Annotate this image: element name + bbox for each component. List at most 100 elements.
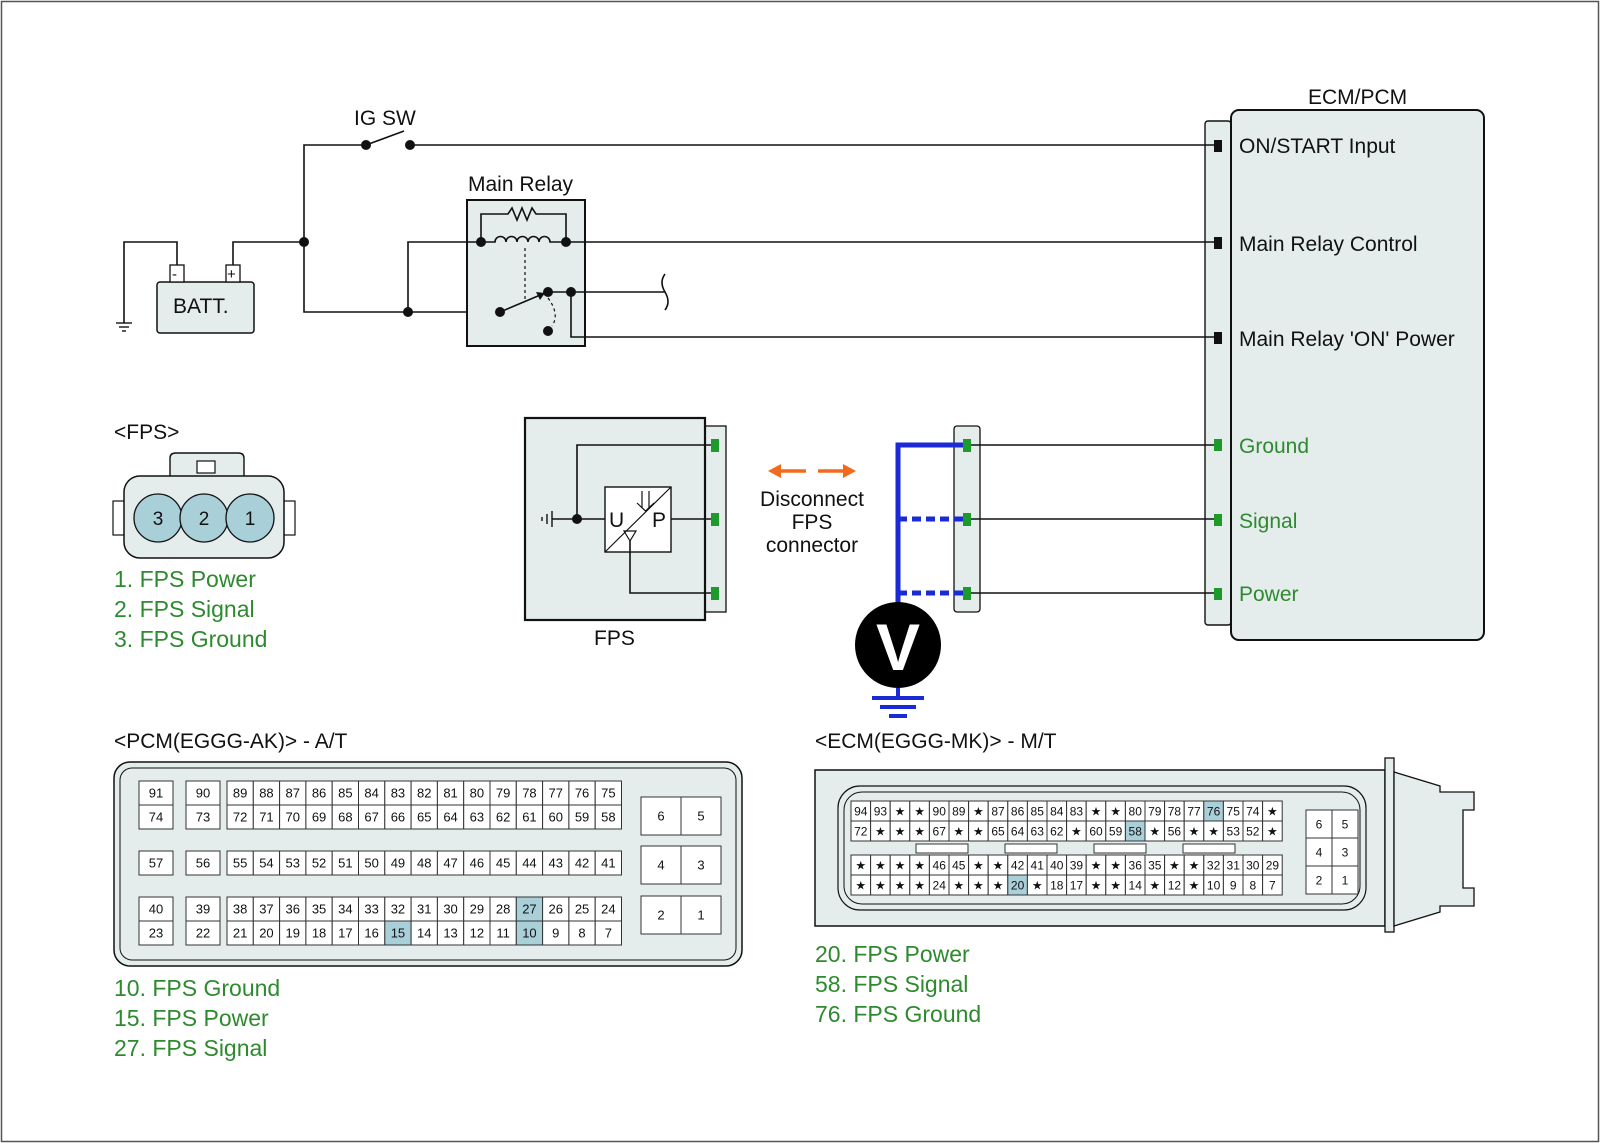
pcm-pin-23-label: 23	[149, 926, 163, 941]
ecm-pin-31-label: 31	[1227, 859, 1241, 873]
pcm-pin-60-label: 60	[549, 810, 563, 825]
pcm-pin-24-label: 24	[601, 902, 615, 917]
arrow-left-head	[768, 464, 781, 478]
pcm-pin-45-box	[489, 850, 517, 876]
ecm-pin-blank-r4-c13-label: ★	[1091, 879, 1102, 893]
ecm-pin-blank-r2-c18-label: ★	[1189, 825, 1200, 839]
pcm-pin-89: 89	[226, 780, 254, 806]
pcm-pin-67-box	[358, 804, 386, 830]
fps-conn-pin-2-label: 2	[199, 509, 210, 530]
pcm-pin-82: 82	[410, 780, 438, 806]
pcm-pin-16-box	[358, 920, 386, 946]
pcm-pin-3: 3	[680, 845, 722, 885]
pcm-pin-9: 9	[542, 920, 570, 946]
ecm-pin-blank-r4-c4: ★	[909, 874, 930, 896]
ecm-pin-39: 39	[1066, 854, 1087, 876]
pcm-pin-8-box	[568, 920, 596, 946]
disconnect-line-1: Disconnect	[760, 488, 864, 511]
ecm-pin-24-label: 24	[933, 879, 947, 893]
pcm-pin-43-box	[542, 850, 570, 876]
ecm-pin-blank-r1-c13: ★	[1085, 800, 1107, 822]
ecm-input-signal: Signal	[1239, 510, 1297, 533]
pcm-pin-90-box	[185, 780, 221, 806]
ecm-pin-9-label: 9	[1230, 879, 1237, 893]
pcm-pin-1-label: 1	[697, 908, 704, 923]
pcm-pin-21: 21	[226, 920, 254, 946]
pcm-pin-26-box	[542, 896, 570, 922]
ecm-connector-inner	[837, 785, 1367, 911]
pcm-pin-6-box	[640, 796, 682, 836]
ecm-pin-10: 10	[1203, 874, 1224, 896]
pcm-pin-39-box	[185, 896, 221, 922]
ecm-pin-blank-r4-c14: ★	[1105, 874, 1126, 896]
ecm-pin-1-box	[1331, 865, 1359, 895]
fps-sensor-pin-bot	[711, 587, 719, 600]
ecm-pin-45: 45	[948, 854, 970, 876]
ecm-pin-blank-r4-c7-label: ★	[973, 879, 984, 893]
pcm-pin-3-box	[680, 845, 722, 885]
pcm-pin-1: 1	[680, 895, 722, 935]
ecm-pin-blank-r4-c1: ★	[850, 874, 872, 896]
pcm-pin-30-label: 30	[443, 902, 457, 917]
ecm-pin-76: 76	[1203, 800, 1224, 822]
pcm-pin-69-box	[305, 804, 333, 830]
ecm-pin-blank-r1-c4: ★	[909, 800, 930, 822]
ecm-pin-blank-r3-c8: ★	[987, 854, 1009, 876]
pcm-pin-4-label: 4	[657, 858, 664, 873]
pcm-pin-73-box	[185, 804, 221, 830]
pcm-pin-29: 29	[463, 896, 491, 922]
pcm-pin-24: 24	[594, 896, 623, 922]
ecm-pcm-connector-strip	[1204, 120, 1232, 626]
pcm-pin-22-label: 22	[196, 926, 210, 941]
pcm-pin-91: 91	[138, 780, 174, 806]
pcm-pin-2-label: 2	[657, 908, 664, 923]
pcm-pin-80-label: 80	[470, 786, 484, 801]
battery-ground-icon	[116, 322, 132, 332]
pcm-pin-82-label: 82	[417, 786, 431, 801]
ecm-pin-4: 4	[1305, 837, 1333, 867]
pcm-pin-65: 65	[410, 804, 438, 830]
ecm-pin-20: 20	[1007, 874, 1028, 896]
ecm-pin-blank-r2-c4: ★	[909, 820, 930, 842]
pcm-pin-77-box	[542, 780, 570, 806]
ecm-pin-blank-r2-c2: ★	[870, 820, 891, 842]
ecm-pin-4-label: 4	[1316, 846, 1323, 860]
ecm-pin-blank-r4-c7: ★	[968, 874, 989, 896]
ecm-pin-blank-r3-c17-label: ★	[1169, 859, 1180, 873]
ecm-pin-12-label: 12	[1168, 879, 1182, 893]
ecm-key-bar-1	[915, 843, 969, 854]
pcm-pin-56-box	[185, 850, 221, 876]
ecm-pin-on-start	[1214, 140, 1222, 152]
pcm-legend-1: 10. FPS Ground	[114, 975, 280, 1001]
ecm-pin-74: 74	[1242, 800, 1264, 822]
pcm-pin-63-box	[463, 804, 491, 830]
pcm-pin-14-box	[410, 920, 438, 946]
pcm-pin-55: 55	[226, 850, 254, 876]
ecm-pin-blank-r4-c16: ★	[1144, 874, 1166, 896]
pcm-pin-28-label: 28	[496, 902, 510, 917]
pcm-pin-70-box	[279, 804, 307, 830]
ecm-pin-83-label: 83	[1070, 805, 1084, 819]
ecm-pin-89-label: 89	[952, 805, 966, 819]
ecm-pin-blank-r1-c22: ★	[1262, 800, 1283, 822]
pcm-pin-10: 10	[515, 920, 544, 946]
pcm-pin-36: 36	[279, 896, 307, 922]
fps-conn-pin-1	[225, 493, 275, 543]
pcm-pin-53: 53	[279, 850, 307, 876]
voltmeter-probe: V	[855, 442, 963, 718]
ecm-pin-blank-r2-c3: ★	[889, 820, 911, 842]
ecm-pin-blank-r2-c18: ★	[1183, 820, 1205, 842]
ecm-pin-blank-r2-c3-label: ★	[895, 825, 906, 839]
pcm-pin-22-box	[185, 920, 221, 946]
ecm-key-bar-3	[1093, 843, 1147, 854]
pcm-pin-7-label: 7	[605, 926, 612, 941]
pcm-pin-27: 27	[515, 896, 544, 922]
ecm-pin-blank-r2-c7-label: ★	[973, 825, 984, 839]
pcm-pin-37: 37	[252, 896, 281, 922]
wire-break-mark	[661, 273, 669, 311]
pcm-pin-8-label: 8	[578, 926, 585, 941]
pcm-pin-72: 72	[226, 804, 254, 830]
ecm-pin-blank-r2-c4-label: ★	[914, 825, 925, 839]
voltmeter	[855, 602, 941, 688]
